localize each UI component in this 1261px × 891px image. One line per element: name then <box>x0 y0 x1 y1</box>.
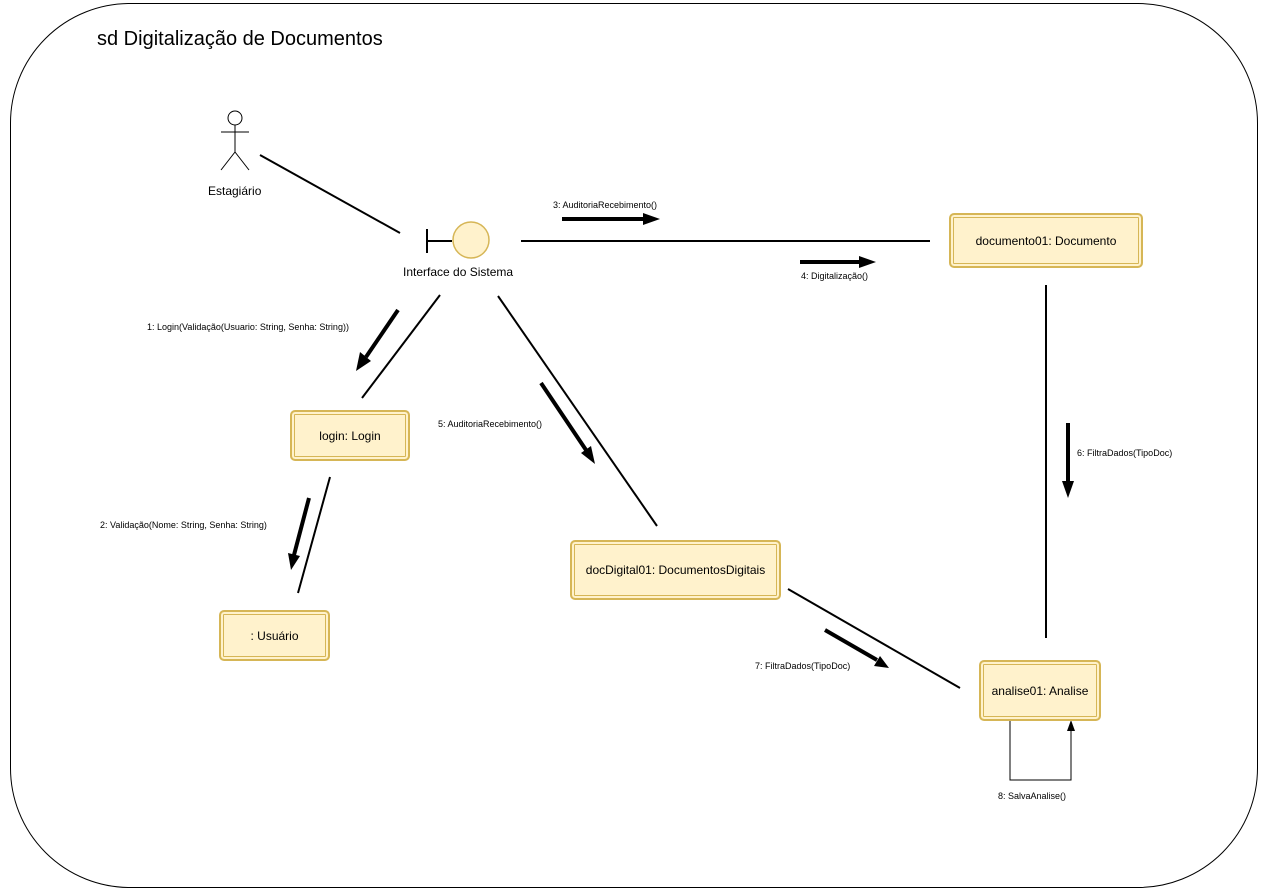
link-interface-docdigital <box>497 295 658 527</box>
message-label-m1: 1: Login(Validação(Usuario: String, Senh… <box>147 322 349 332</box>
arrow-m1 <box>364 308 400 359</box>
message-label-m6: 6: FiltraDados(TipoDoc) <box>1077 448 1173 458</box>
message-label-m5: 5: AuditoriaRecebimento() <box>438 419 543 429</box>
object-usuario[interactable]: : Usuário <box>219 610 330 661</box>
message-arrows <box>288 213 1074 668</box>
object-docdigital[interactable]: docDigital01: DocumentosDigitais <box>570 540 781 600</box>
stick-figure-actor-icon <box>220 110 250 171</box>
association-links <box>259 154 1047 689</box>
message-label-m7: 7: FiltraDados(TipoDoc) <box>755 661 851 671</box>
object-documento[interactable]: documento01: Documento <box>949 213 1143 268</box>
object-analise[interactable]: analise01: Analise <box>979 660 1101 721</box>
object-login[interactable]: login: Login <box>290 410 410 461</box>
sequence-frame <box>10 3 1258 888</box>
self-loop-arrowhead <box>1067 720 1075 731</box>
link-interface-login <box>361 294 441 399</box>
message-label-m8: 8: SalvaAnalise() <box>998 791 1067 801</box>
frame-title: sd Digitalização de Documentos <box>97 28 383 50</box>
link-actor-interface <box>259 154 401 234</box>
arrow-m5 <box>539 381 588 452</box>
boundary-icon <box>426 221 490 259</box>
link-login-usuario <box>297 476 331 594</box>
message-label-m2: 2: Validação(Nome: String, Senha: String… <box>100 520 267 530</box>
arrow-m2 <box>292 497 311 556</box>
self-loop-analise <box>1009 720 1072 781</box>
message-label-m3: 3: AuditoriaRecebimento() <box>553 200 658 210</box>
arrow-m7 <box>824 628 878 662</box>
link-docdigital-analise <box>787 588 961 689</box>
actor-name: Estagiário <box>208 184 262 198</box>
boundary-name: Interface do Sistema <box>403 265 514 279</box>
message-label-m4: 4: Digitalização() <box>801 271 869 281</box>
